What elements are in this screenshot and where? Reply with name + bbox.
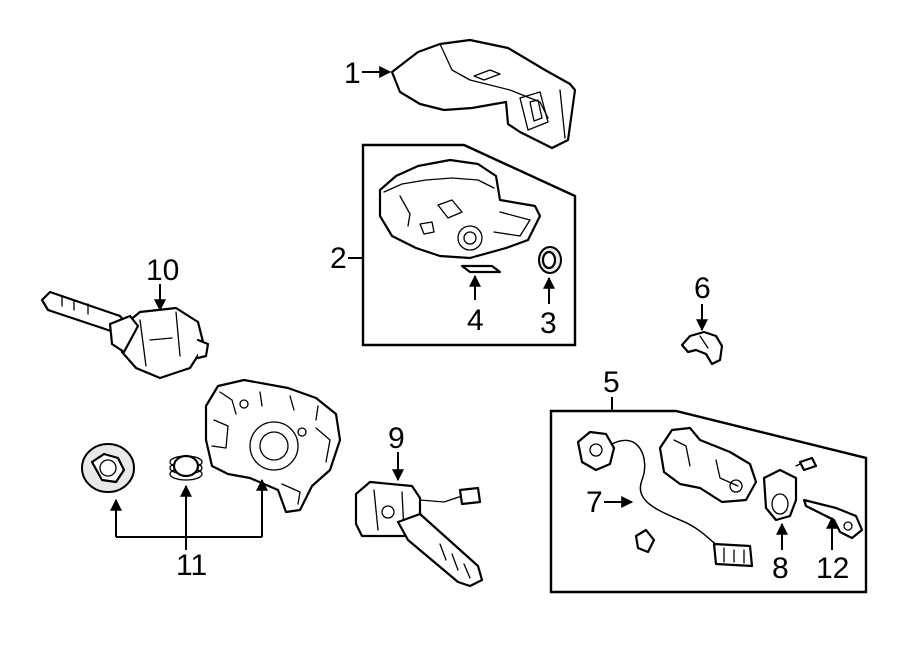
ignition-harness: [576, 430, 754, 568]
ring-seal: [538, 246, 562, 274]
callout-4: 4: [467, 304, 484, 337]
callout-6: 6: [694, 272, 711, 305]
key-cylinder-collar: [762, 468, 798, 522]
callout-12: 12: [816, 552, 849, 585]
callout-10: 10: [146, 254, 179, 287]
ignition-switch-body: [658, 426, 758, 504]
callout-3: 3: [540, 307, 557, 340]
trim-plate: [460, 264, 502, 274]
small-screw: [795, 456, 818, 472]
spring: [169, 454, 203, 481]
callout-11: 11: [176, 549, 207, 582]
column-housing: [204, 378, 342, 514]
upper-column-cover: [390, 38, 577, 150]
combination-switch-right: [354, 480, 484, 588]
callout-7: 7: [586, 486, 603, 519]
spiral-ring: [81, 443, 135, 493]
callout-5: 5: [603, 366, 620, 399]
group-box-lower-cover: [361, 143, 577, 347]
group-box-ignition: [549, 409, 868, 594]
callout-8: 8: [772, 552, 789, 585]
callout-1: 1: [344, 57, 361, 90]
callout-9: 9: [388, 422, 405, 455]
small-clip: [680, 330, 724, 366]
combination-switch-left: [40, 290, 210, 380]
lower-column-cover: [378, 158, 542, 260]
callout-2: 2: [330, 242, 347, 275]
